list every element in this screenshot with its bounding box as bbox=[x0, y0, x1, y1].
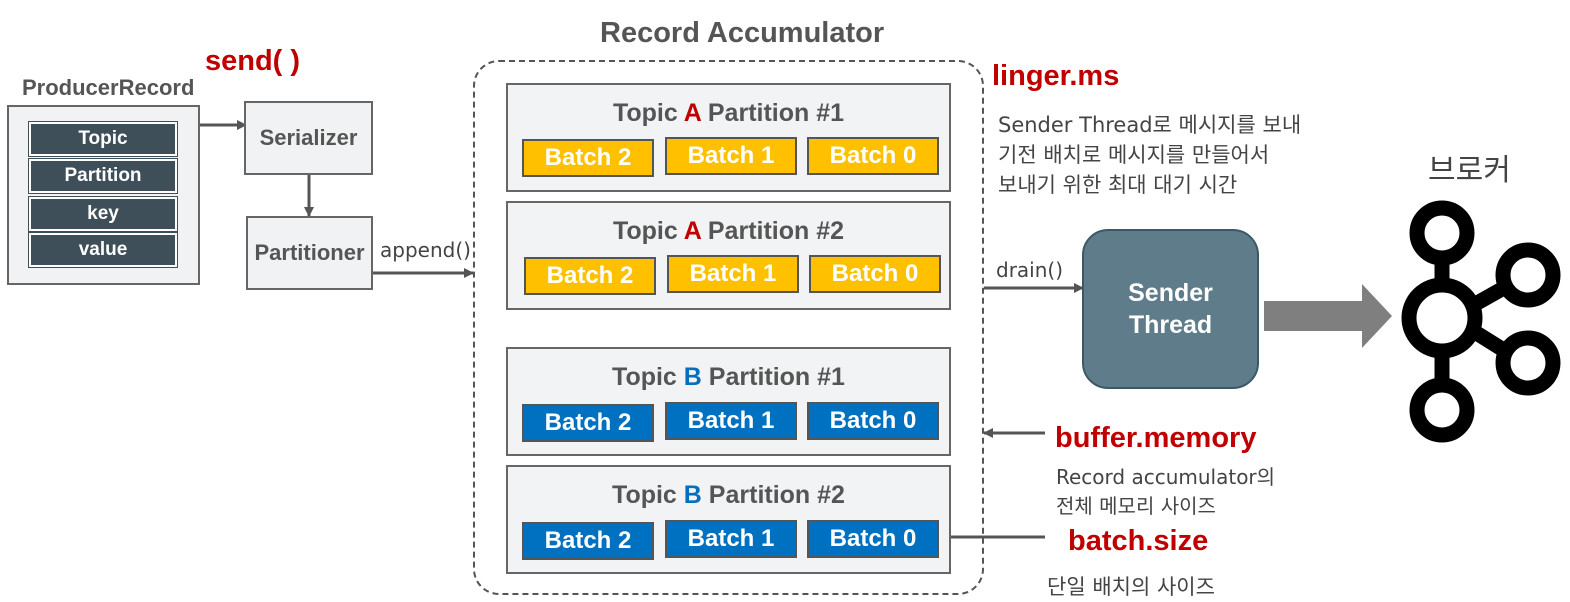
producer-record-box: Topic Partition key value bbox=[7, 105, 200, 285]
batch-b1-2: Batch 2 bbox=[522, 404, 654, 442]
sender-to-broker-arrow bbox=[1264, 284, 1392, 348]
batch-b2-1: Batch 1 bbox=[665, 520, 797, 558]
partition-a1-title: Topic A Partition #1 bbox=[612, 99, 845, 127]
accumulator-title: Record Accumulator bbox=[600, 17, 885, 49]
batch-b1-0: Batch 0 bbox=[807, 402, 939, 440]
batch-a1-2: Batch 2 bbox=[522, 139, 654, 177]
sender-thread-box: Sender Thread bbox=[1082, 229, 1259, 389]
batch-a2-1: Batch 1 bbox=[667, 255, 799, 293]
partition-a2: Topic A Partition #2 Batch 2 Batch 1 Bat… bbox=[506, 201, 951, 310]
buffer-memory-desc-line1: Record accumulator의 bbox=[1056, 465, 1276, 489]
partition-a2-title: Topic A Partition #2 bbox=[612, 217, 845, 245]
field-partition: Partition bbox=[28, 158, 178, 194]
serializer-box: Serializer bbox=[244, 101, 373, 175]
sender-thread-line1: Sender bbox=[1128, 279, 1213, 307]
partition-b1: Topic B Partition #1 Batch 2 Batch 1 Bat… bbox=[506, 347, 951, 456]
field-value: value bbox=[28, 232, 178, 268]
partition-b2: Topic B Partition #2 Batch 2 Batch 1 Bat… bbox=[506, 465, 951, 574]
batch-b2-2: Batch 2 bbox=[522, 522, 654, 560]
partition-a1: Topic A Partition #1 Batch 2 Batch 1 Bat… bbox=[506, 83, 951, 192]
batch-b2-0: Batch 0 bbox=[807, 520, 939, 558]
linger-ms-desc-line3: 보내기 위한 최대 대기 시간 bbox=[998, 173, 1238, 197]
batch-b1-1: Batch 1 bbox=[665, 402, 797, 440]
field-topic: Topic bbox=[28, 121, 178, 157]
batch-size-desc: 단일 배치의 사이즈 bbox=[1047, 575, 1215, 599]
append-label: append() bbox=[380, 238, 471, 262]
drain-label: drain() bbox=[996, 258, 1064, 282]
producer-record-title: ProducerRecord bbox=[22, 75, 195, 100]
linger-ms-desc-line1: Sender Thread로 메시지를 보내 bbox=[998, 113, 1302, 137]
partition-b2-title: Topic B Partition #2 bbox=[612, 481, 845, 509]
batch-size-title: batch.size bbox=[1068, 525, 1209, 557]
accumulator-frame bbox=[473, 60, 984, 595]
send-label: send( ) bbox=[205, 45, 301, 77]
kafka-logo-icon bbox=[1401, 200, 1561, 443]
sender-thread-line2: Thread bbox=[1128, 311, 1213, 339]
linger-ms-title: linger.ms bbox=[992, 60, 1120, 92]
batch-a1-0: Batch 0 bbox=[807, 137, 939, 175]
buffer-memory-title: buffer.memory bbox=[1055, 422, 1257, 454]
batch-a2-2: Batch 2 bbox=[524, 257, 656, 295]
batch-a2-0: Batch 0 bbox=[809, 255, 941, 293]
linger-ms-desc-line2: 기전 배치로 메시지를 만들어서 bbox=[998, 143, 1270, 167]
partition-b1-title: Topic B Partition #1 bbox=[612, 363, 845, 391]
partitioner-box: Partitioner bbox=[246, 216, 373, 290]
field-key: key bbox=[28, 196, 178, 232]
batch-a1-1: Batch 1 bbox=[665, 137, 797, 175]
buffer-memory-desc-line2: 전체 메모리 사이즈 bbox=[1056, 494, 1216, 518]
broker-label: 브로커 bbox=[1428, 153, 1511, 188]
